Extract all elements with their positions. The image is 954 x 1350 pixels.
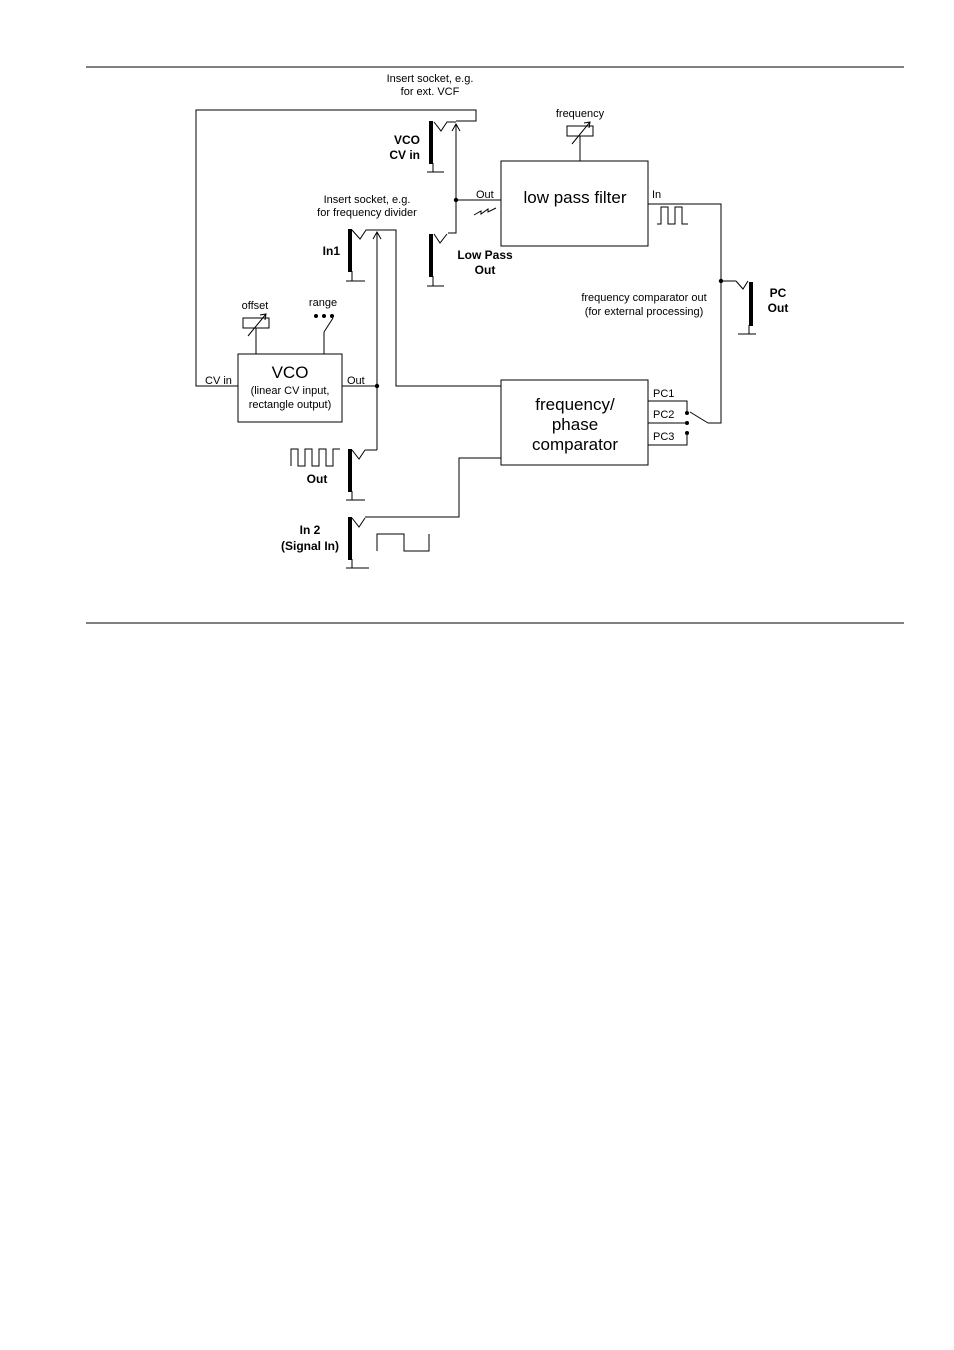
divider-insert-arrow [372, 230, 382, 240]
vco-title: VCO [272, 363, 309, 382]
comparator-title-2: phase [552, 415, 598, 434]
lpf-out-label: Out [476, 189, 494, 201]
vco-out-node [374, 383, 380, 389]
vco-box [237, 353, 343, 423]
pc-out-note-2: (for external processing) [585, 306, 704, 318]
pc1-wire [648, 400, 688, 411]
insert-vcf-label-2: for ext. VCF [401, 86, 460, 98]
in2-label-1: In 2 [300, 523, 321, 537]
lpf-in-wire [648, 203, 722, 424]
in1-jack [346, 229, 501, 387]
feedback-wire [195, 109, 477, 387]
comparator-box [500, 379, 649, 466]
range-switch-icon [314, 314, 334, 354]
comparator-title-3: comparator [532, 435, 618, 454]
offset-pot-icon [242, 313, 270, 354]
vco-subtitle-2: rectangle output) [249, 399, 332, 411]
pc3-label: PC3 [653, 431, 674, 443]
range-label: range [309, 297, 337, 309]
frequency-label: frequency [556, 108, 605, 120]
frequency-pot-icon [566, 121, 594, 161]
lpf-in-waveform-icon [657, 206, 688, 225]
vco-cv-in-label-1: VCO [394, 133, 420, 147]
offset-label: offset [242, 300, 269, 312]
comparator-title-1: frequency/ [535, 395, 615, 414]
pc-select-switch-icon [685, 411, 709, 435]
pc1-label: PC1 [653, 388, 674, 400]
lpf-box [500, 160, 649, 247]
in2-waveform-icon [376, 533, 430, 552]
lpf-in-label: In [652, 189, 661, 201]
insert-divider-label-1: Insert socket, e.g. [324, 194, 411, 206]
vcf-insert-arrow [451, 122, 461, 132]
vco-cv-in-label-2: CV in [389, 148, 420, 162]
in2-wire [365, 457, 501, 518]
vco-cv-in-jack [427, 121, 456, 173]
pc-out-jack [735, 280, 756, 335]
lpf-title: low pass filter [524, 188, 627, 207]
pc-out-note-1: frequency comparator out [581, 292, 706, 304]
out-jack-label: Out [307, 472, 328, 486]
in2-jack [346, 517, 369, 569]
low-pass-out-label-1: Low Pass [457, 248, 513, 262]
in1-label: In1 [323, 244, 341, 258]
low-pass-out-label-2: Out [475, 263, 496, 277]
pc-out-label-1: PC [770, 286, 787, 300]
low-pass-out-jack [427, 233, 448, 287]
pc3-wire [648, 435, 688, 446]
low-pass-out-wire [448, 200, 457, 234]
pc2-label: PC2 [653, 409, 674, 421]
out-jack [346, 449, 366, 501]
lpf-out-ripple-icon [473, 207, 497, 216]
insert-divider-label-2: for frequency divider [317, 207, 417, 219]
out-square-wave-icon [290, 448, 340, 467]
in2-label-2: (Signal In) [281, 539, 339, 553]
pc-out-label-2: Out [768, 301, 789, 315]
vco-out-port-label: Out [347, 375, 365, 387]
vco-subtitle-1: (linear CV input, [251, 385, 330, 397]
insert-vcf-label-1: Insert socket, e.g. [387, 73, 474, 85]
vco-cv-in-port-label: CV in [205, 375, 232, 387]
